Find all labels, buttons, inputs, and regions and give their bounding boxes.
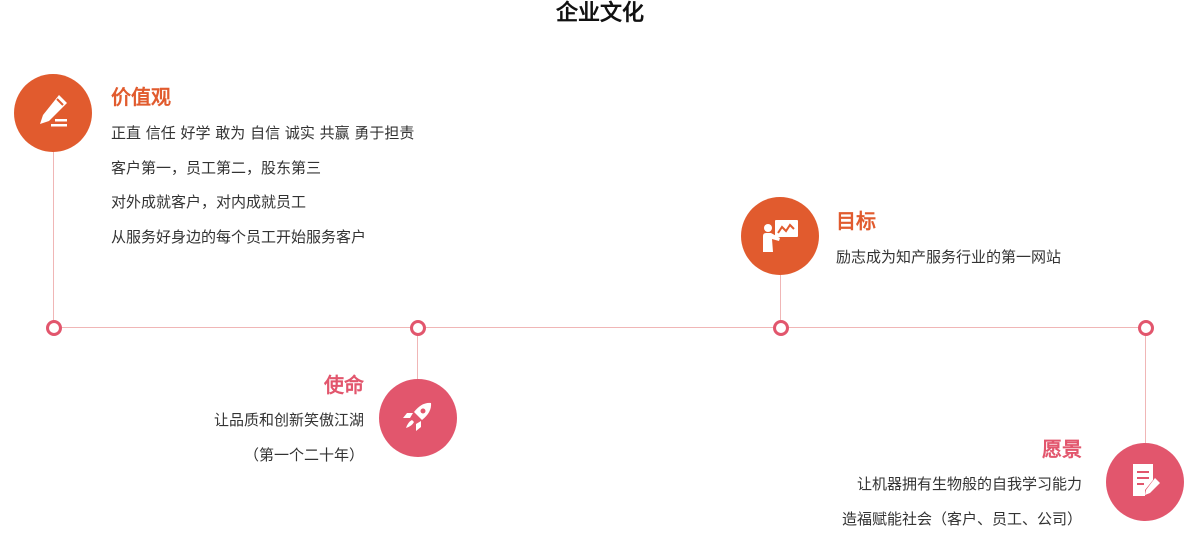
vision-heading: 愿景 (1042, 436, 1082, 462)
timeline-line (54, 327, 1146, 328)
values-line: 对外成就客户，对内成就员工 (111, 185, 414, 220)
timeline-dot-goal (773, 320, 789, 336)
values-line: 从服务好身边的每个员工开始服务客户 (111, 220, 414, 255)
connector-values (53, 150, 54, 322)
values-line: 客户第一，员工第二，股东第三 (111, 151, 414, 186)
goal-text: 励志成为知产服务行业的第一网站 (836, 240, 1061, 275)
vision-line: 造福赋能社会（客户、员工、公司） (842, 502, 1082, 536)
vision-text: 让机器拥有生物般的自我学习能力 造福赋能社会（客户、员工、公司） (842, 467, 1082, 536)
timeline-dot-vision (1138, 320, 1154, 336)
mission-text: 让品质和创新笑傲江湖 （第一个二十年） (214, 403, 364, 472)
mission-heading: 使命 (324, 372, 364, 398)
goal-icon-circle (741, 197, 819, 275)
values-text: 正直 信任 好学 敢为 自信 诚实 共赢 勇于担责 客户第一，员工第二，股东第三… (111, 116, 414, 254)
page-title: 企业文化 (0, 0, 1200, 28)
document-edit-icon (1125, 460, 1165, 504)
connector-mission (417, 333, 418, 380)
values-heading: 价值观 (111, 84, 171, 110)
connector-goal (780, 275, 781, 322)
timeline-dot-values (46, 320, 62, 336)
pencil-icon (33, 91, 73, 135)
mission-line: （第一个二十年） (214, 438, 364, 473)
rocket-icon (398, 396, 438, 440)
timeline-dot-mission (410, 320, 426, 336)
vision-line: 让机器拥有生物般的自我学习能力 (842, 467, 1082, 502)
mission-icon-circle (379, 379, 457, 457)
values-icon-circle (14, 74, 92, 152)
values-line: 正直 信任 好学 敢为 自信 诚实 共赢 勇于担责 (111, 116, 414, 151)
mission-line: 让品质和创新笑傲江湖 (214, 403, 364, 438)
vision-icon-circle (1106, 443, 1184, 521)
goal-line: 励志成为知产服务行业的第一网站 (836, 240, 1061, 275)
goal-heading: 目标 (836, 208, 876, 234)
connector-vision (1145, 333, 1146, 445)
presentation-icon (760, 214, 800, 258)
